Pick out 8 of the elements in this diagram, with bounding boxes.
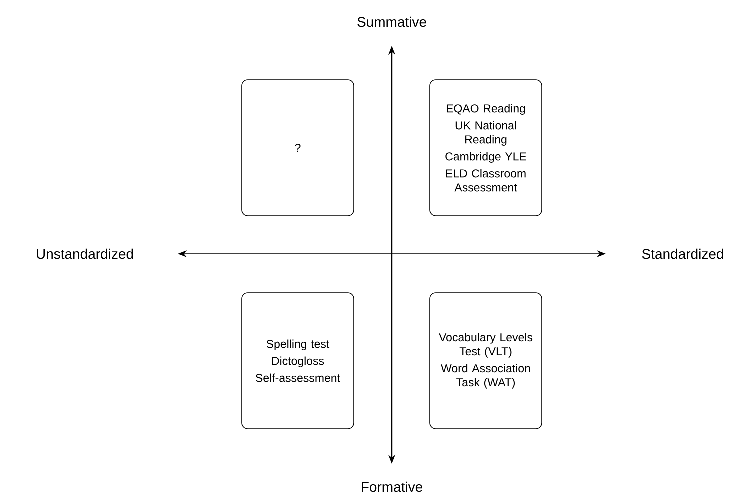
assessment-box: ? [242, 80, 354, 216]
axis-label: Unstandardized [37, 248, 134, 260]
assessment-box: EQAO Reading UK National Reading Cambridge YLE ELD Classroom Assessment [430, 80, 542, 216]
axis-label: Summative [358, 16, 426, 28]
axis-label: Formative [362, 482, 422, 492]
assessment-box: Spelling test Dictogloss Self-assessment [242, 292, 354, 430]
axis-label: Standardized [642, 248, 724, 260]
assessment-box: Vocabulary Levels Test (VLT) Word Association Task (WAT) [430, 292, 542, 430]
